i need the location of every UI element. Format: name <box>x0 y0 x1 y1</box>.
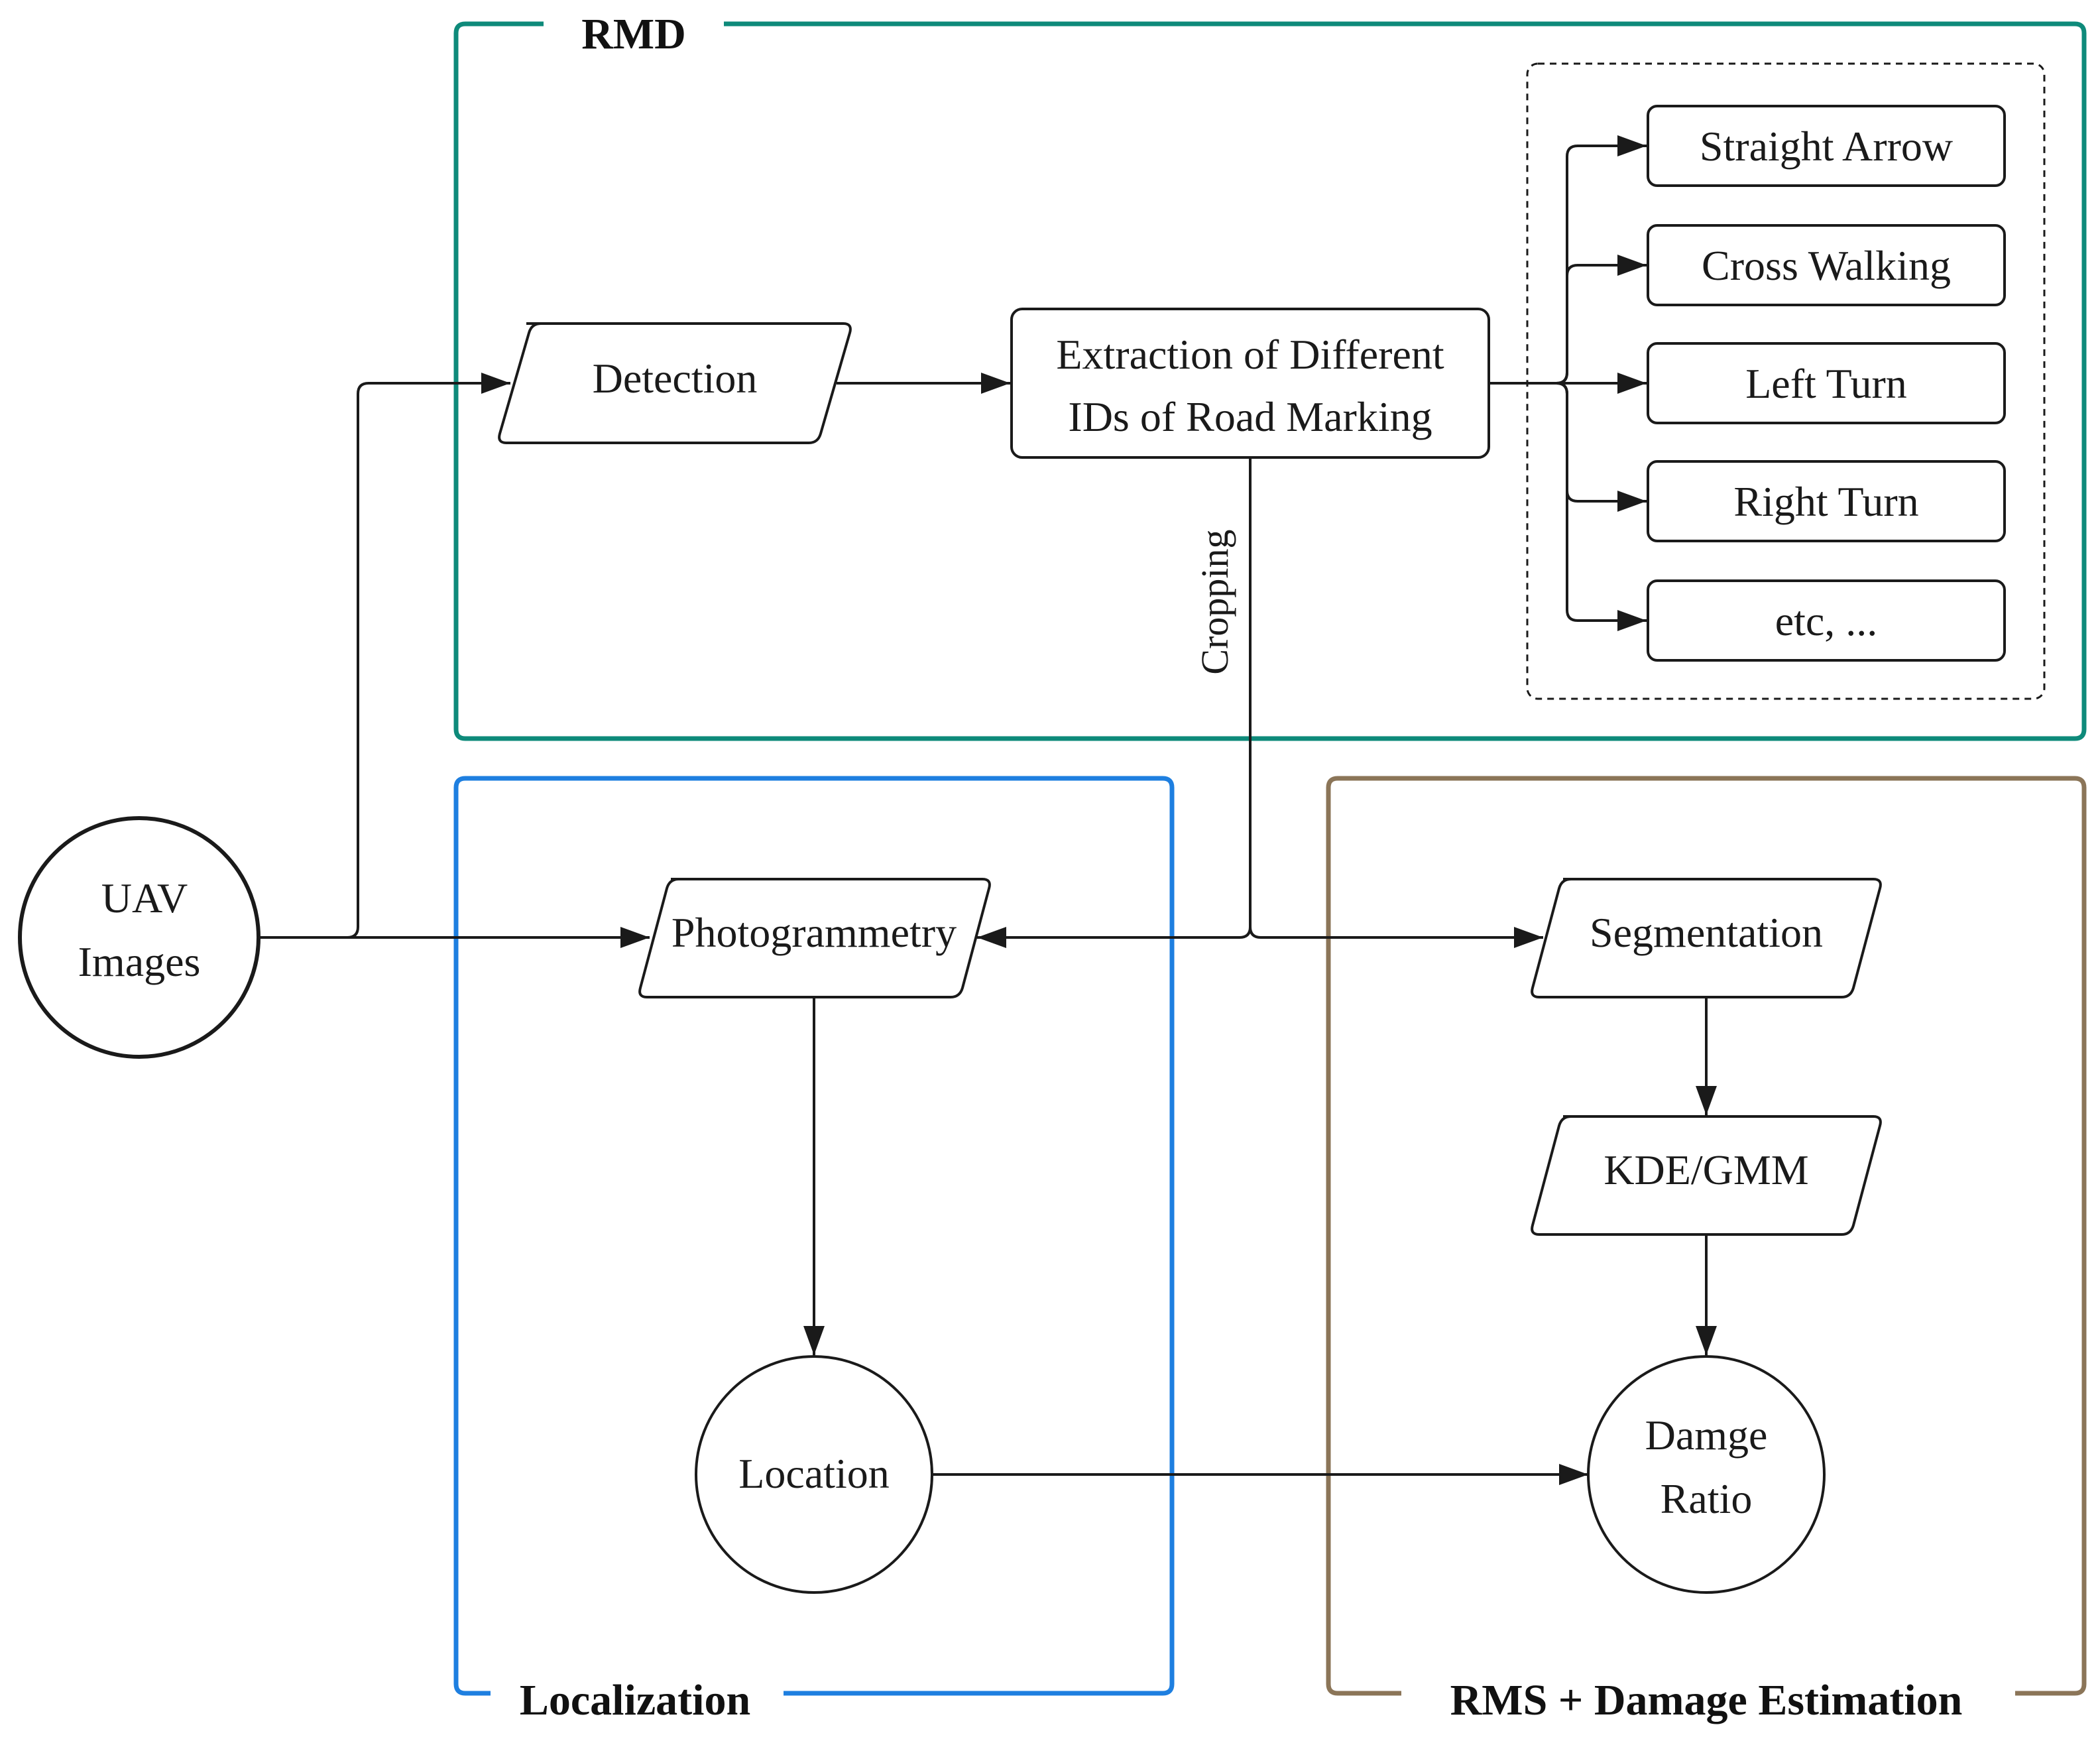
segmentation-label: Segmentation <box>1590 909 1823 956</box>
photogrammetry-shape <box>638 878 991 998</box>
edge-to-cross-walking <box>1556 255 1647 385</box>
marking-types-container <box>1526 62 2046 700</box>
kde-gmm-shape <box>1531 1115 1882 1236</box>
marking-type-box <box>1647 105 2006 187</box>
extraction-shape <box>1010 308 1490 459</box>
rms-title: RMS + Damage Estimation <box>1450 1676 1963 1724</box>
marking-type-box <box>1647 342 2006 424</box>
edge-uav-detection <box>259 373 510 939</box>
rmd-frame <box>453 21 2087 741</box>
localization-title: Localization <box>520 1676 750 1724</box>
kde-gmm-node: KDE/GMM <box>1531 1115 1882 1236</box>
detection-label: Detection <box>593 355 758 402</box>
extraction-node: Extraction of Different IDs of Road Mark… <box>1010 308 1490 459</box>
kde-gmm-label: KDE/GMM <box>1604 1146 1808 1193</box>
damage-ratio-label-line1: Damge <box>1645 1411 1768 1459</box>
marking-type-item: etc, ... <box>1647 579 2006 662</box>
rmd-group: RMD <box>453 10 2087 741</box>
edge-cropping-segmentation <box>1249 926 1543 948</box>
marking-type-item: Straight Arrow <box>1647 105 2006 187</box>
marking-type-item: Left Turn <box>1647 342 2006 424</box>
segmentation-shape <box>1531 878 1882 998</box>
damage-ratio-circle <box>1587 1355 1826 1594</box>
uav-images-node: UAV Images <box>18 816 261 1059</box>
marking-type-label: Left Turn <box>1745 360 1907 407</box>
uav-images-label-line2: Images <box>78 938 201 985</box>
marking-type-label: etc, ... <box>1775 597 1878 644</box>
localization-group: Localization <box>453 776 1175 1724</box>
damage-ratio-label-line2: Ratio <box>1661 1475 1753 1522</box>
location-circle <box>695 1355 933 1594</box>
marking-type-box <box>1647 224 2006 306</box>
photogrammetry-node: Photogrammetry <box>638 878 991 998</box>
rms-group: RMS + Damage Estimation <box>1326 776 2087 1724</box>
photogrammetry-label: Photogrammetry <box>671 909 957 956</box>
uav-images-circle <box>18 816 261 1059</box>
localization-frame <box>453 776 1175 1696</box>
location-node: Location <box>695 1355 933 1594</box>
detection-node: Detection <box>498 322 852 444</box>
marking-type-label: Straight Arrow <box>1700 123 1953 170</box>
marking-type-item: Right Turn <box>1647 460 2006 542</box>
location-label: Location <box>738 1450 889 1497</box>
rms-frame <box>1326 776 2087 1696</box>
edge-to-right-turn <box>1556 382 1647 512</box>
cropping-label: Cropping <box>1193 529 1236 674</box>
marking-type-label: Right Turn <box>1733 478 1918 525</box>
extraction-label-line2: IDs of Road Marking <box>1068 393 1432 440</box>
extraction-label-line1: Extraction of Different <box>1056 331 1444 378</box>
marking-type-label: Cross Walking <box>1702 242 1951 289</box>
uav-images-label-line1: UAV <box>101 874 188 922</box>
rmd-title: RMD <box>581 10 686 58</box>
damage-ratio-node: Damge Ratio <box>1587 1355 1826 1594</box>
marking-type-box <box>1647 460 2006 542</box>
detection-shape <box>498 322 852 444</box>
segmentation-node: Segmentation <box>1531 878 1882 998</box>
edge-to-etc <box>1556 382 1647 631</box>
marking-type-item: Cross Walking <box>1647 224 2006 306</box>
edges <box>259 135 1717 1485</box>
marking-type-box <box>1647 579 2006 662</box>
